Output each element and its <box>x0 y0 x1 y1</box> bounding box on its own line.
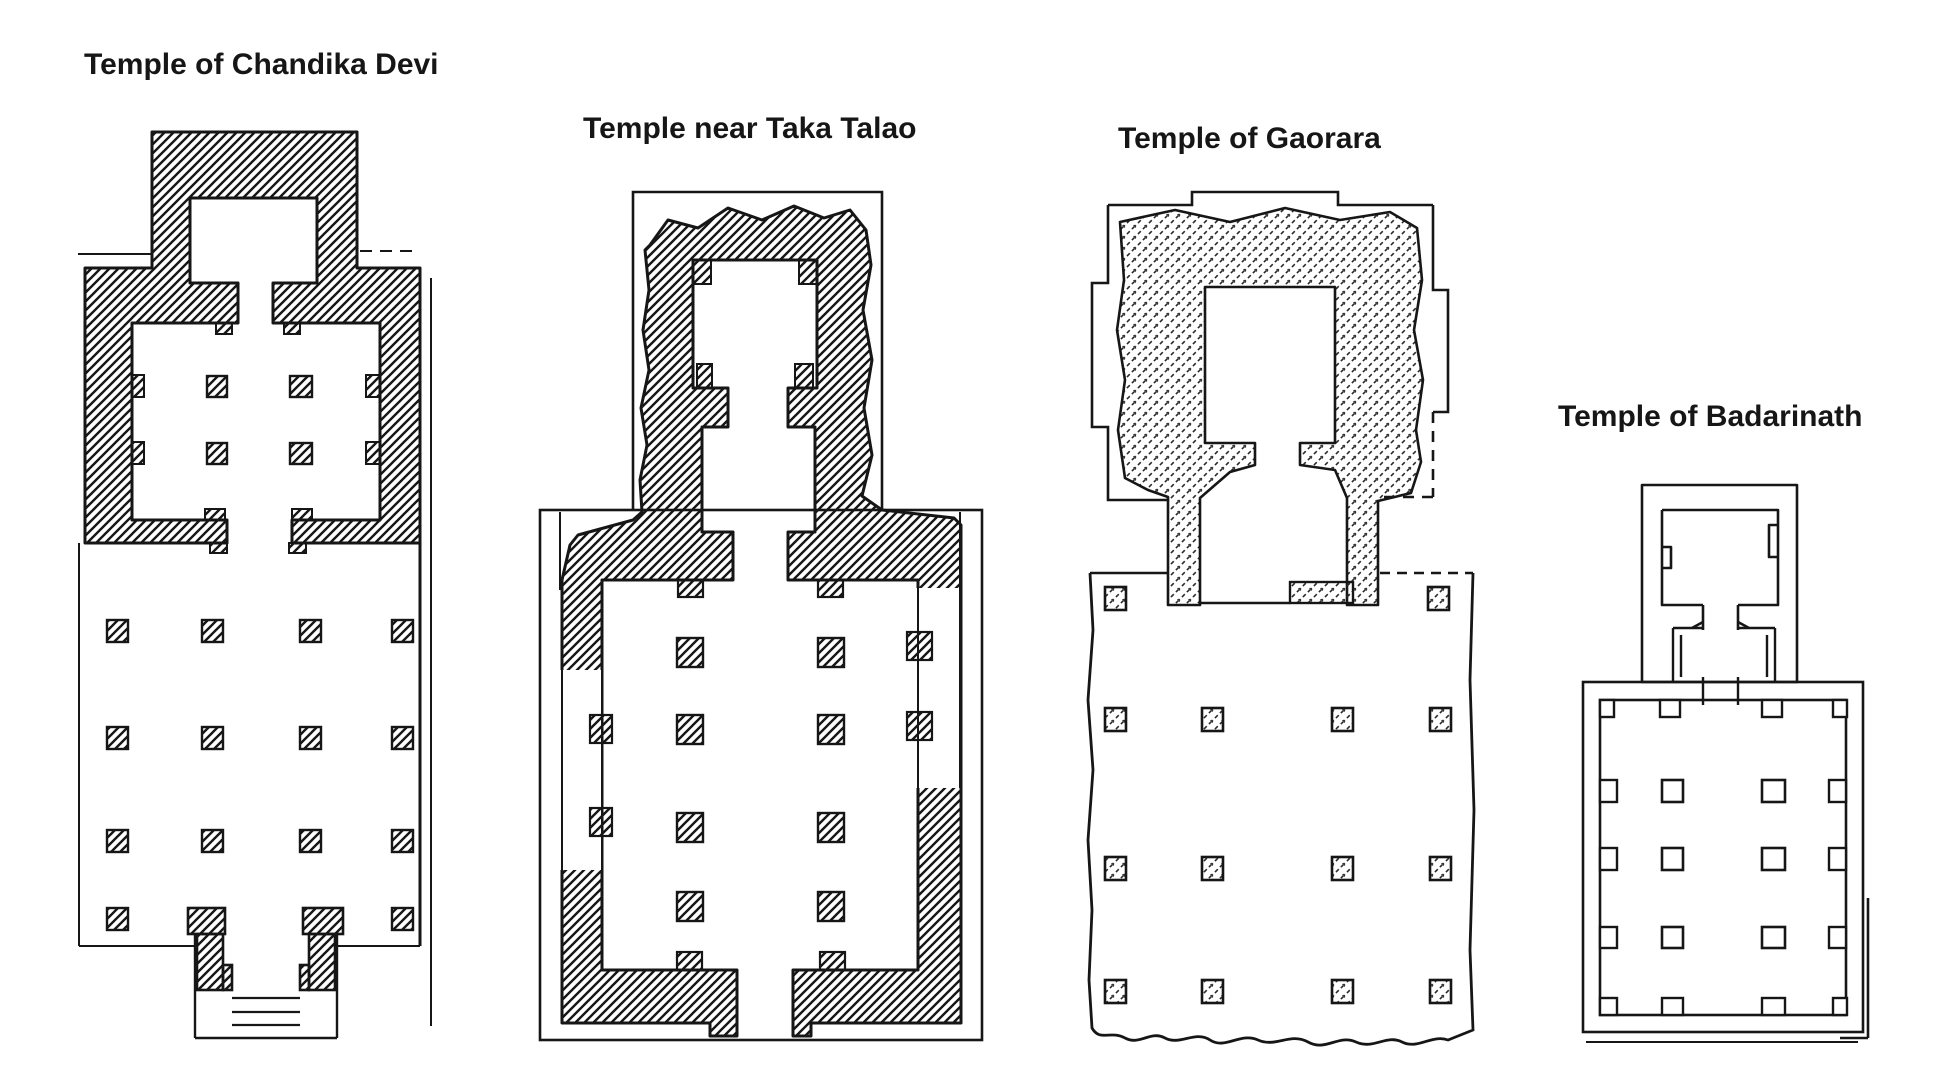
pillar <box>675 713 705 746</box>
pillar <box>1200 978 1225 1005</box>
pillar <box>1426 585 1451 612</box>
pillar <box>1760 925 1787 950</box>
plan-drawing-chandika-devi <box>78 130 432 1040</box>
pillar <box>1200 855 1225 882</box>
pillar <box>1428 706 1453 733</box>
pillar <box>675 636 705 669</box>
hall-pilasters <box>1598 698 1849 1017</box>
pillar <box>1428 978 1453 1005</box>
pillar <box>675 811 705 844</box>
pillar <box>105 725 130 751</box>
platform-pillars <box>1103 585 1453 1005</box>
enclosed-hall-pillars <box>205 374 314 466</box>
porch-pier <box>307 932 337 992</box>
porch-outline <box>193 934 339 1040</box>
pillar <box>200 618 225 644</box>
sanctum-walls <box>1115 206 1425 607</box>
pillar <box>816 890 846 923</box>
tower-and-hall-walls <box>560 204 963 1038</box>
hall-pilasters <box>131 322 381 554</box>
hall-pillars <box>1660 778 1787 950</box>
platform-outline <box>1086 571 1476 1047</box>
antechamber <box>1671 626 1777 705</box>
hall-pilasters <box>675 578 847 972</box>
porch-pier <box>186 906 227 936</box>
pillar <box>298 828 323 854</box>
pillar <box>390 906 415 932</box>
sanctum-jambs <box>692 259 818 389</box>
pillar <box>390 725 415 751</box>
pillar <box>298 725 323 751</box>
pillar <box>1330 978 1355 1005</box>
pillar <box>390 618 415 644</box>
plinth-outline <box>538 190 984 1042</box>
pilaster <box>588 713 614 745</box>
tower-and-sanctum <box>1640 483 1799 684</box>
pillar <box>200 725 225 751</box>
pillar <box>390 828 415 854</box>
tower-outline <box>1090 190 1450 502</box>
plan-title-taka-talao: Temple near Taka Talao <box>583 112 917 145</box>
hall-pillars <box>675 636 846 923</box>
pillar <box>1103 585 1128 612</box>
pillar <box>1330 706 1355 733</box>
pillar <box>105 906 130 932</box>
pillar <box>105 618 130 644</box>
hall-walls <box>1581 680 1870 1043</box>
pillar <box>675 890 705 923</box>
pillar <box>105 828 130 854</box>
pillar <box>1103 978 1128 1005</box>
pillar <box>205 374 229 399</box>
open-hall-pillars <box>105 618 415 932</box>
pillar <box>1330 855 1355 882</box>
pilaster <box>588 806 614 838</box>
pillar <box>200 828 225 854</box>
plan-drawing-badarinath <box>1581 483 1870 1043</box>
pillar <box>816 811 846 844</box>
porch-pier <box>301 906 345 936</box>
ruined-wall-gaps <box>560 588 961 870</box>
plan-drawing-taka-talao <box>538 190 984 1042</box>
pillar <box>1760 778 1787 804</box>
pillar <box>205 441 229 466</box>
pillar <box>288 441 314 466</box>
entrance-porch <box>186 906 345 1040</box>
plan-title-gaorara: Temple of Gaorara <box>1118 122 1381 155</box>
plan-drawing-gaorara <box>1086 190 1476 1047</box>
plinth-lines <box>78 250 432 1026</box>
sanctum-and-hall-walls <box>83 130 422 545</box>
entrance-threshold <box>1288 580 1355 605</box>
pillar <box>1660 925 1685 950</box>
pillar <box>1103 706 1128 733</box>
pillar <box>816 636 846 669</box>
pillar <box>288 374 314 399</box>
pillar <box>298 618 323 644</box>
pilaster <box>905 630 934 662</box>
pillar <box>1200 706 1225 733</box>
pillar <box>1103 855 1128 882</box>
pilaster <box>905 710 934 742</box>
pillar <box>816 713 846 746</box>
porch-pier <box>195 932 225 992</box>
plan-title-badarinath: Temple of Badarinath <box>1558 400 1863 433</box>
pillar <box>1660 778 1685 804</box>
pillar <box>1660 846 1685 872</box>
plan-title-chandika-devi: Temple of Chandika Devi <box>84 48 439 81</box>
pillar <box>1428 855 1453 882</box>
entrance-steps <box>232 996 300 1027</box>
pillar <box>1760 846 1787 872</box>
